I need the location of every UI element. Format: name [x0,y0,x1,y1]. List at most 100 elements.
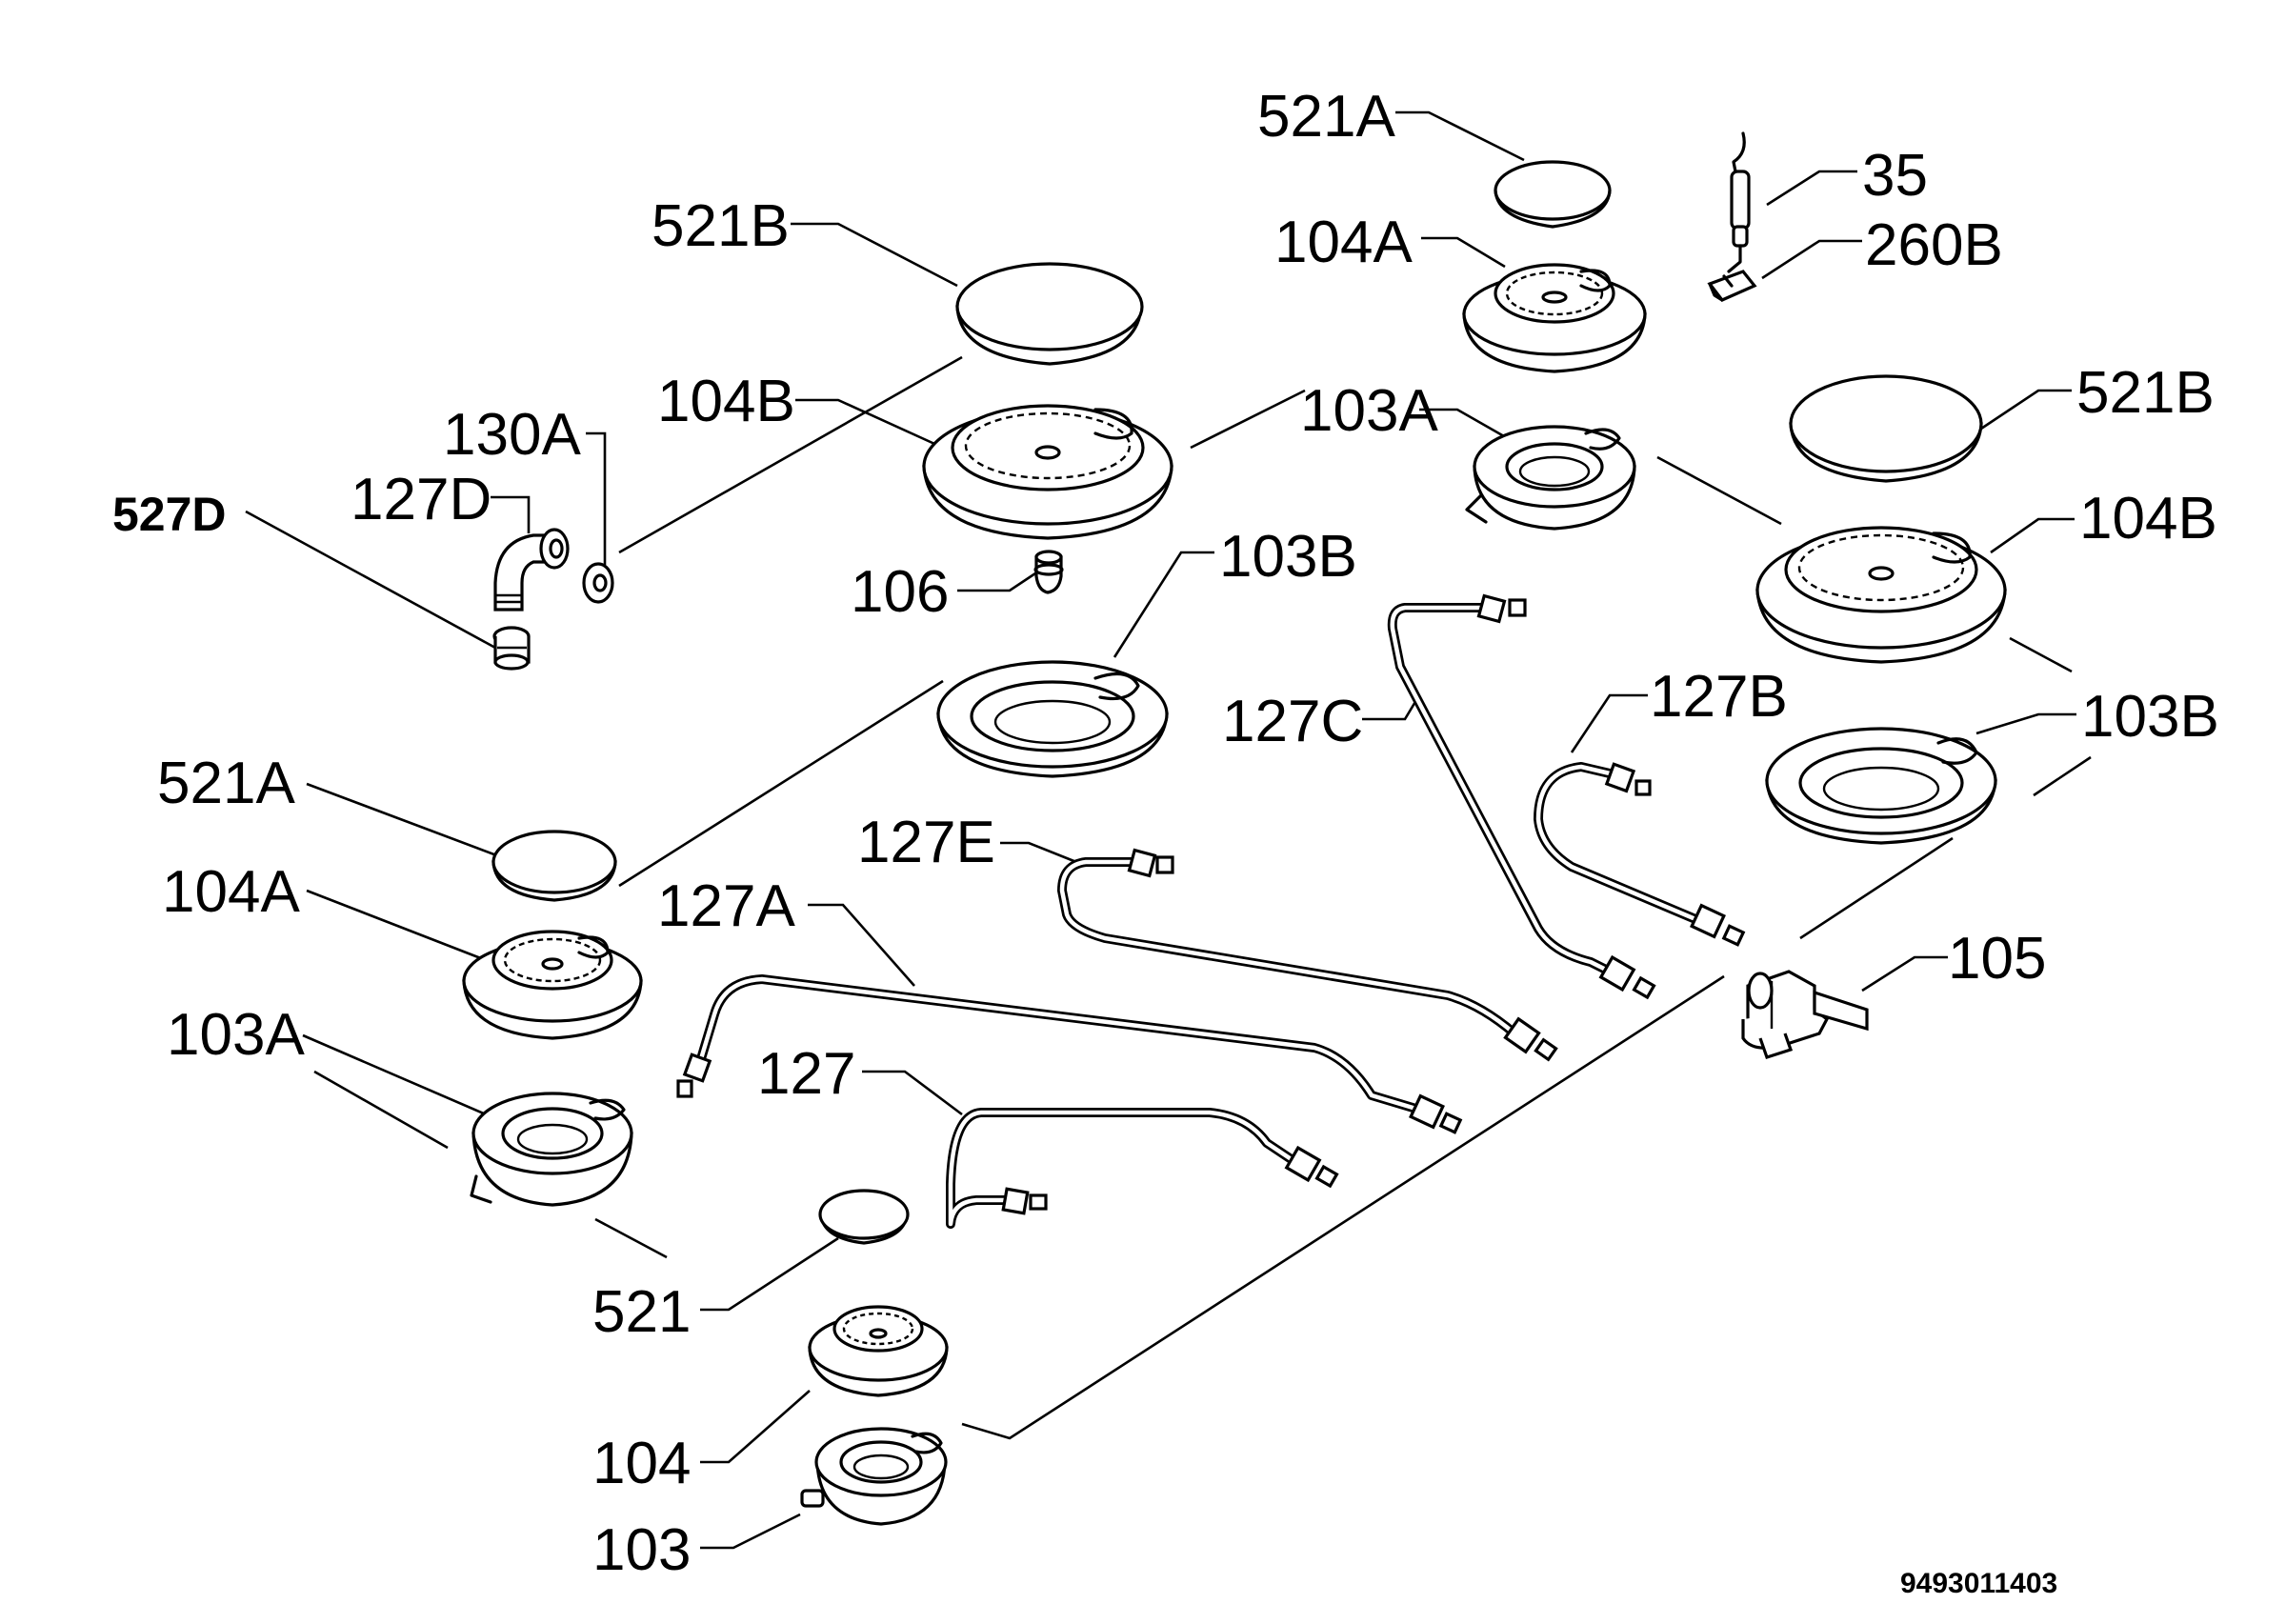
label-103: 103 [592,1517,691,1583]
leader-line [1000,841,1077,864]
part-130A [582,562,614,604]
label-521: 521 [592,1279,691,1345]
guide-line [1656,455,1782,526]
label-127B: 127B [1650,664,1788,730]
part-105 [1741,970,1869,1059]
base-103B-right [1765,727,1997,845]
base-103 [800,1427,948,1526]
guide-line [618,355,963,554]
leader-line [1570,693,1648,753]
label-521B: 521B [2076,360,2215,426]
leader-line [1395,110,1525,162]
head-104A-top [1462,263,1647,373]
leader-line [862,1070,963,1116]
head-104B-right [1755,526,2007,664]
leader-line [245,510,496,650]
label-35: 35 [1862,143,1928,209]
gas-tubes [676,593,1746,1229]
burner-caps [491,160,1983,1245]
leader-lines [245,110,2076,1550]
head-104A-left [462,930,643,1040]
label-103B: 103B [2081,684,2219,750]
label-103A: 103A [1300,378,1438,444]
label-521B: 521B [652,193,790,259]
leader-line [306,782,515,864]
label-527D: 527D [112,488,227,541]
drawing-code: 9493011403 [1900,1568,2057,1599]
leader-line [795,398,944,450]
cap-521A-left [491,830,617,902]
base-103B-left [936,660,1169,778]
cap-521 [818,1189,910,1245]
label-104A: 104A [162,859,300,925]
leader-line [700,1513,801,1550]
small-parts [492,131,1869,1059]
guide-line [618,679,944,888]
label-103B: 103B [1219,524,1357,590]
burner-bases [470,425,1997,1526]
label-104A: 104A [1274,210,1413,275]
head-104B-left [922,404,1173,540]
label-105: 105 [1948,926,2046,992]
guide-lines [313,355,2092,1440]
leader-line [1362,694,1421,721]
part-106 [1033,550,1064,594]
base-103A-left [470,1092,633,1207]
label-103A: 103A [167,1002,305,1068]
guide-line [594,1217,668,1259]
label-521A: 521A [1257,84,1395,150]
guide-line [1190,389,1306,450]
head-104 [808,1305,949,1397]
label-127E: 127E [857,810,995,875]
part-127D [493,528,570,612]
cap-521A-top [1494,160,1612,229]
cap-521B-left [955,262,1144,366]
tube-127B [1534,762,1700,924]
leader-line [491,495,531,533]
tube-127E [1057,857,1519,1038]
leader-line [1421,236,1506,269]
leader-line [1766,170,1857,207]
leader-line [302,1033,487,1116]
leader-line [1975,712,2076,735]
leader-line [1761,239,1862,280]
base-103A-top [1465,425,1636,531]
part-35 [1727,131,1751,273]
leader-line [1861,955,1948,992]
label-127A: 127A [657,873,795,939]
label-130A: 130A [443,402,581,468]
tube-127 [946,1108,1300,1229]
burner-heads [462,263,2007,1397]
leader-line [700,1236,839,1312]
label-104B: 104B [657,369,795,434]
leader-line [1990,517,2075,554]
label-260B: 260B [1865,212,2003,278]
guide-line [961,974,1725,1440]
label-104B: 104B [2079,486,2217,551]
cap-521B-right [1789,374,1983,483]
label-106: 106 [851,559,949,625]
leader-line [1980,389,2072,431]
label-104: 104 [592,1431,691,1496]
label-127D: 127D [351,467,491,532]
guide-line [313,1070,449,1150]
tube-127C [1387,603,1614,976]
label-127: 127 [757,1041,855,1107]
leader-line [586,431,607,595]
leader-line [791,222,958,288]
guide-line [1799,836,1954,940]
tube-connectors [676,593,1746,1215]
leader-line [700,1390,811,1464]
tube-127A [695,974,1424,1114]
leader-line [1113,551,1214,658]
leader-line [306,889,491,964]
labels: 521A 35 260B 104A 521B 104B 103A 521B 10… [112,84,2219,1599]
leader-line [808,903,915,987]
label-127C: 127C [1222,689,1363,754]
part-527D [492,626,531,671]
guide-line [2033,755,2092,797]
part-260B [1707,270,1757,302]
guide-line [2009,636,2073,673]
label-521A: 521A [157,751,295,816]
